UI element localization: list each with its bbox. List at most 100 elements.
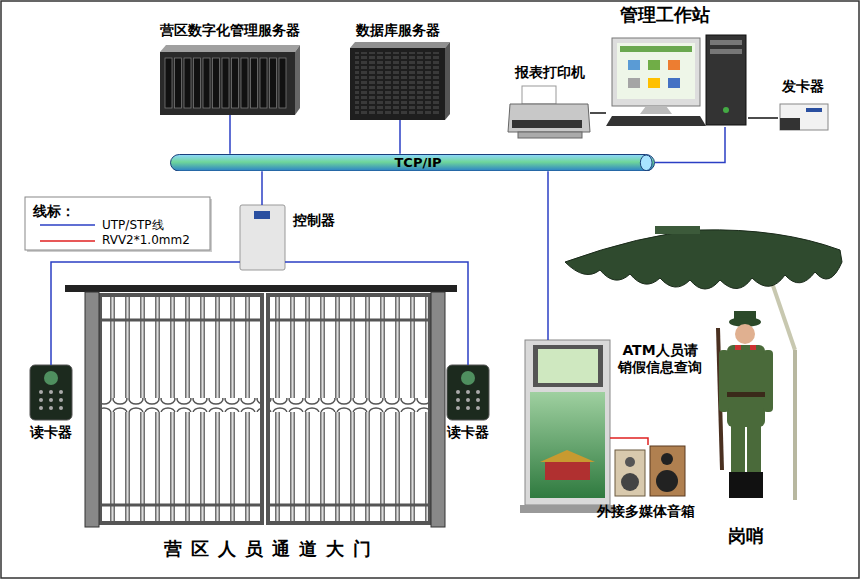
card-issuer: [780, 104, 828, 130]
gate: [100, 295, 262, 523]
controller-device: [240, 205, 285, 270]
card-reader: [466, 390, 470, 394]
workstation: [648, 60, 660, 70]
card-reader: [44, 371, 58, 385]
blade-server: [232, 58, 239, 108]
cable-line: [547, 171, 549, 340]
kiosk: [538, 349, 598, 383]
cable-line: [399, 120, 401, 154]
workstation: [628, 60, 640, 70]
legend-line: [40, 224, 95, 226]
speakers: [656, 470, 678, 492]
controller-device: [240, 205, 285, 270]
workstation: [648, 78, 660, 88]
soldier: [735, 324, 755, 344]
card-reader: [59, 398, 63, 402]
speakers: [615, 450, 645, 496]
card-reader: [39, 390, 43, 394]
speakers: [621, 473, 639, 491]
printer: [508, 104, 590, 132]
database-server: [350, 42, 450, 48]
printer: [522, 86, 556, 104]
gate: [268, 296, 430, 522]
soldier: [719, 350, 729, 412]
card-reader: [456, 398, 460, 402]
gate: [65, 285, 457, 292]
card-issuer: [780, 118, 800, 130]
sentry-node: 岗哨: [712, 310, 777, 500]
card-reader: [466, 406, 470, 410]
database-server: [350, 48, 445, 120]
workstation: [620, 46, 692, 52]
kiosk: [545, 462, 590, 480]
node-label: 岗哨: [728, 525, 764, 547]
card-reader: [39, 398, 43, 402]
gate: [268, 398, 430, 412]
legend-text: RVV2*1.0mm2: [102, 233, 190, 247]
workstation: [612, 38, 700, 106]
node-label: 发卡器: [782, 78, 824, 95]
speaker-node: 外接多媒体音箱: [613, 445, 685, 496]
workstation: [668, 60, 680, 70]
soldier: [729, 472, 746, 498]
blade-server: [295, 45, 300, 115]
database-server: [355, 52, 440, 116]
gate: [431, 292, 445, 527]
server-node: 营区数字化管理服务器: [160, 45, 300, 115]
blade-server: [165, 58, 286, 108]
blade-server: [160, 45, 300, 52]
card-reader: [466, 398, 470, 402]
controller-device: [254, 211, 270, 219]
card-issuer: [806, 108, 822, 112]
workstation: [710, 49, 742, 54]
blade-server: [160, 52, 295, 115]
cable-line: [590, 112, 606, 114]
node-label: 控制器: [293, 212, 335, 229]
gate: [268, 504, 430, 507]
soldier: [727, 345, 765, 427]
cable-line: [261, 171, 263, 205]
soldier: [718, 311, 773, 498]
soldier: [763, 350, 773, 412]
printer: [508, 86, 590, 138]
speakers: [650, 446, 685, 496]
workstation: [723, 107, 729, 113]
gate: [100, 320, 430, 505]
server-node: 数据库服务器: [345, 42, 450, 120]
workstation: [710, 40, 742, 45]
node-label: 报表打印机: [515, 64, 585, 81]
blade-server: [279, 58, 286, 108]
gate: [268, 398, 430, 412]
workstation: [606, 116, 706, 126]
gate: [268, 319, 430, 322]
legend-box: [25, 197, 210, 250]
gate: [65, 285, 457, 527]
workstation-node: 管理工作站: [606, 35, 748, 127]
gate-node: 营区人员通道大门: [65, 283, 457, 528]
speakers: [625, 457, 635, 467]
card-reader: [59, 390, 63, 394]
cable-line: [229, 115, 231, 154]
kiosk: [530, 392, 605, 498]
node-label: 读卡器: [30, 424, 72, 441]
workstation: [640, 106, 672, 114]
gate: [100, 319, 262, 322]
node-label: 外接多媒体音箱: [597, 503, 695, 520]
legend-line: [40, 240, 95, 242]
blade-server: [165, 58, 172, 108]
card-reader: [456, 390, 480, 410]
gate: [268, 295, 430, 523]
card-reader: [447, 365, 489, 420]
umbrella: [793, 350, 797, 500]
card-issuer-node: 发卡器: [778, 102, 830, 132]
soldier: [750, 345, 756, 350]
workstation: [606, 35, 746, 126]
cable-line: [51, 262, 240, 365]
gate: [100, 398, 262, 412]
card-reader-node: 读卡器: [30, 365, 72, 420]
blade-server: [260, 58, 267, 108]
printer: [518, 132, 582, 138]
printer: [512, 120, 582, 128]
kiosk-node: ATM人员请 销假信息查询: [525, 340, 610, 510]
